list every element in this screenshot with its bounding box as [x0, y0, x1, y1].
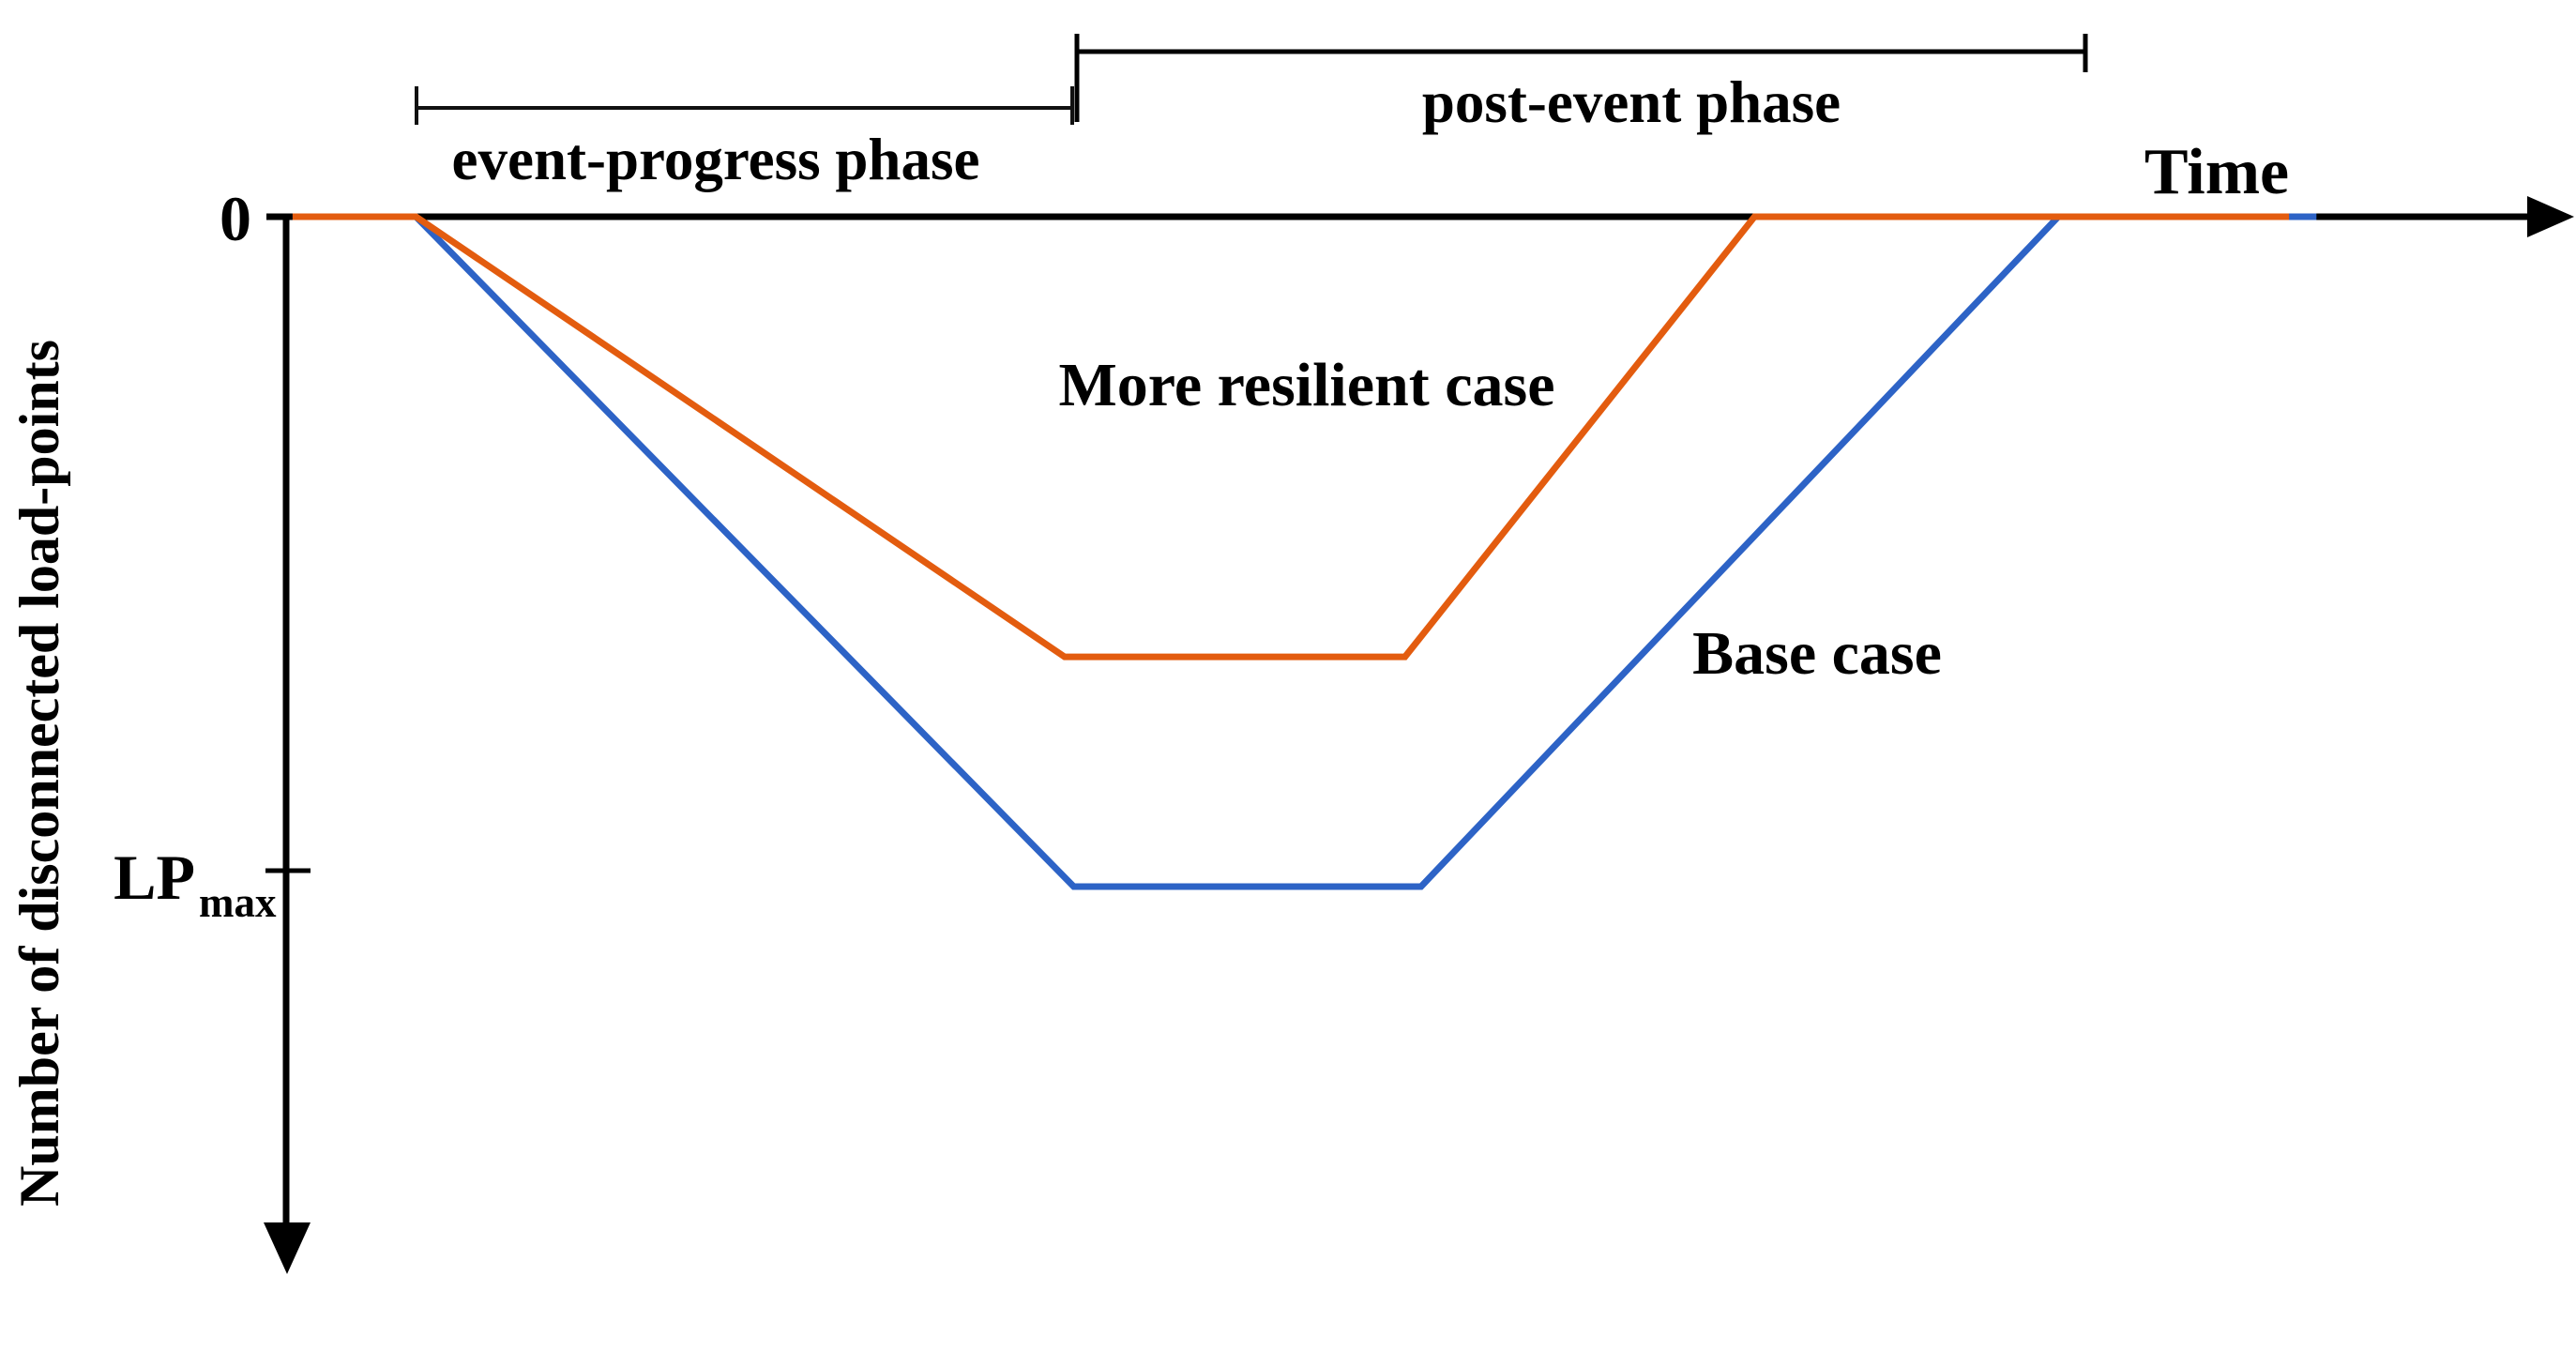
y-axis: [264, 214, 311, 1274]
y-axis-title: Number of disconnected load-points: [8, 340, 70, 1207]
lpmax-label-main: LP: [114, 842, 195, 913]
event-progress-bracket: [415, 86, 1074, 125]
more-resilient-case-label: More resilient case: [1058, 351, 1554, 419]
x-axis-arrowhead-icon: [2527, 196, 2574, 237]
x-axis-title: Time: [2144, 136, 2289, 208]
series-line-more-resilient-case: [292, 213, 2290, 660]
lpmax-label-subscript: max: [199, 879, 277, 926]
base-case-label: Base case: [1692, 619, 1942, 688]
event-progress-phase-label: event-progress phase: [452, 127, 980, 192]
series-line-base-case: [292, 213, 2317, 890]
series-layer: [292, 213, 2317, 890]
post-event-phase-label: post-event phase: [1422, 69, 1841, 135]
post-event-bracket: [1074, 34, 2088, 122]
origin-zero-label: 0: [220, 183, 251, 254]
y-axis-arrowhead-icon: [264, 1222, 311, 1274]
